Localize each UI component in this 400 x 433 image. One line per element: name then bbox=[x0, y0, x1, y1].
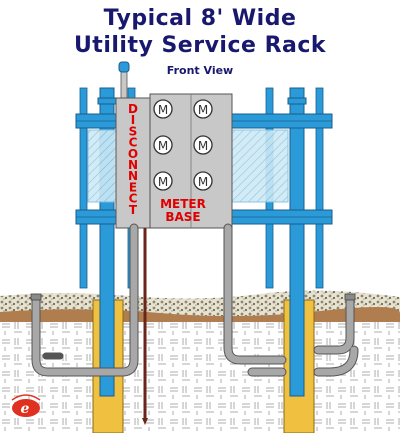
meter-glyph: M bbox=[158, 139, 168, 153]
disconnect-letter: N bbox=[128, 158, 138, 172]
conduit-cap-right bbox=[344, 293, 356, 301]
meter-glyph: M bbox=[158, 103, 168, 117]
meter-socket: M bbox=[193, 135, 213, 155]
disconnect-letter: T bbox=[129, 203, 138, 217]
title-line-2: Utility Service Rack bbox=[73, 33, 327, 58]
disconnect-letter: C bbox=[129, 136, 138, 150]
meter-glyph: M bbox=[198, 103, 208, 117]
view-label: Front View bbox=[166, 64, 234, 77]
conduit-cap-left bbox=[30, 293, 42, 301]
disconnect-letter: E bbox=[129, 180, 137, 194]
meter-sockets: M M M M M M bbox=[153, 99, 213, 191]
weatherhead-icon bbox=[118, 61, 130, 73]
title-line-1: Typical 8' Wide bbox=[103, 6, 297, 31]
disconnect-letter: I bbox=[131, 113, 135, 127]
meter-socket: M bbox=[153, 135, 173, 155]
meter-socket: M bbox=[193, 99, 213, 119]
meter-glyph: M bbox=[198, 175, 208, 189]
logo-e-icon: e bbox=[11, 394, 41, 417]
meter-socket: M bbox=[153, 99, 173, 119]
meter-glyph: M bbox=[158, 175, 168, 189]
meter-glyph: M bbox=[198, 139, 208, 153]
meter-label: METER bbox=[160, 197, 206, 211]
conduits bbox=[31, 223, 359, 377]
base-label: BASE bbox=[165, 210, 200, 224]
disconnect-letter: S bbox=[129, 124, 138, 138]
post-cap-left bbox=[97, 97, 117, 105]
disconnect-letter: C bbox=[129, 192, 138, 206]
post-cap-right bbox=[287, 97, 307, 105]
meter-socket: M bbox=[193, 171, 213, 191]
disconnect-letter: N bbox=[128, 169, 138, 183]
disconnect-letter: O bbox=[128, 147, 138, 161]
svg-text:e: e bbox=[21, 401, 30, 417]
meter-socket: M bbox=[153, 171, 173, 191]
disconnect-letter: D bbox=[128, 102, 138, 116]
